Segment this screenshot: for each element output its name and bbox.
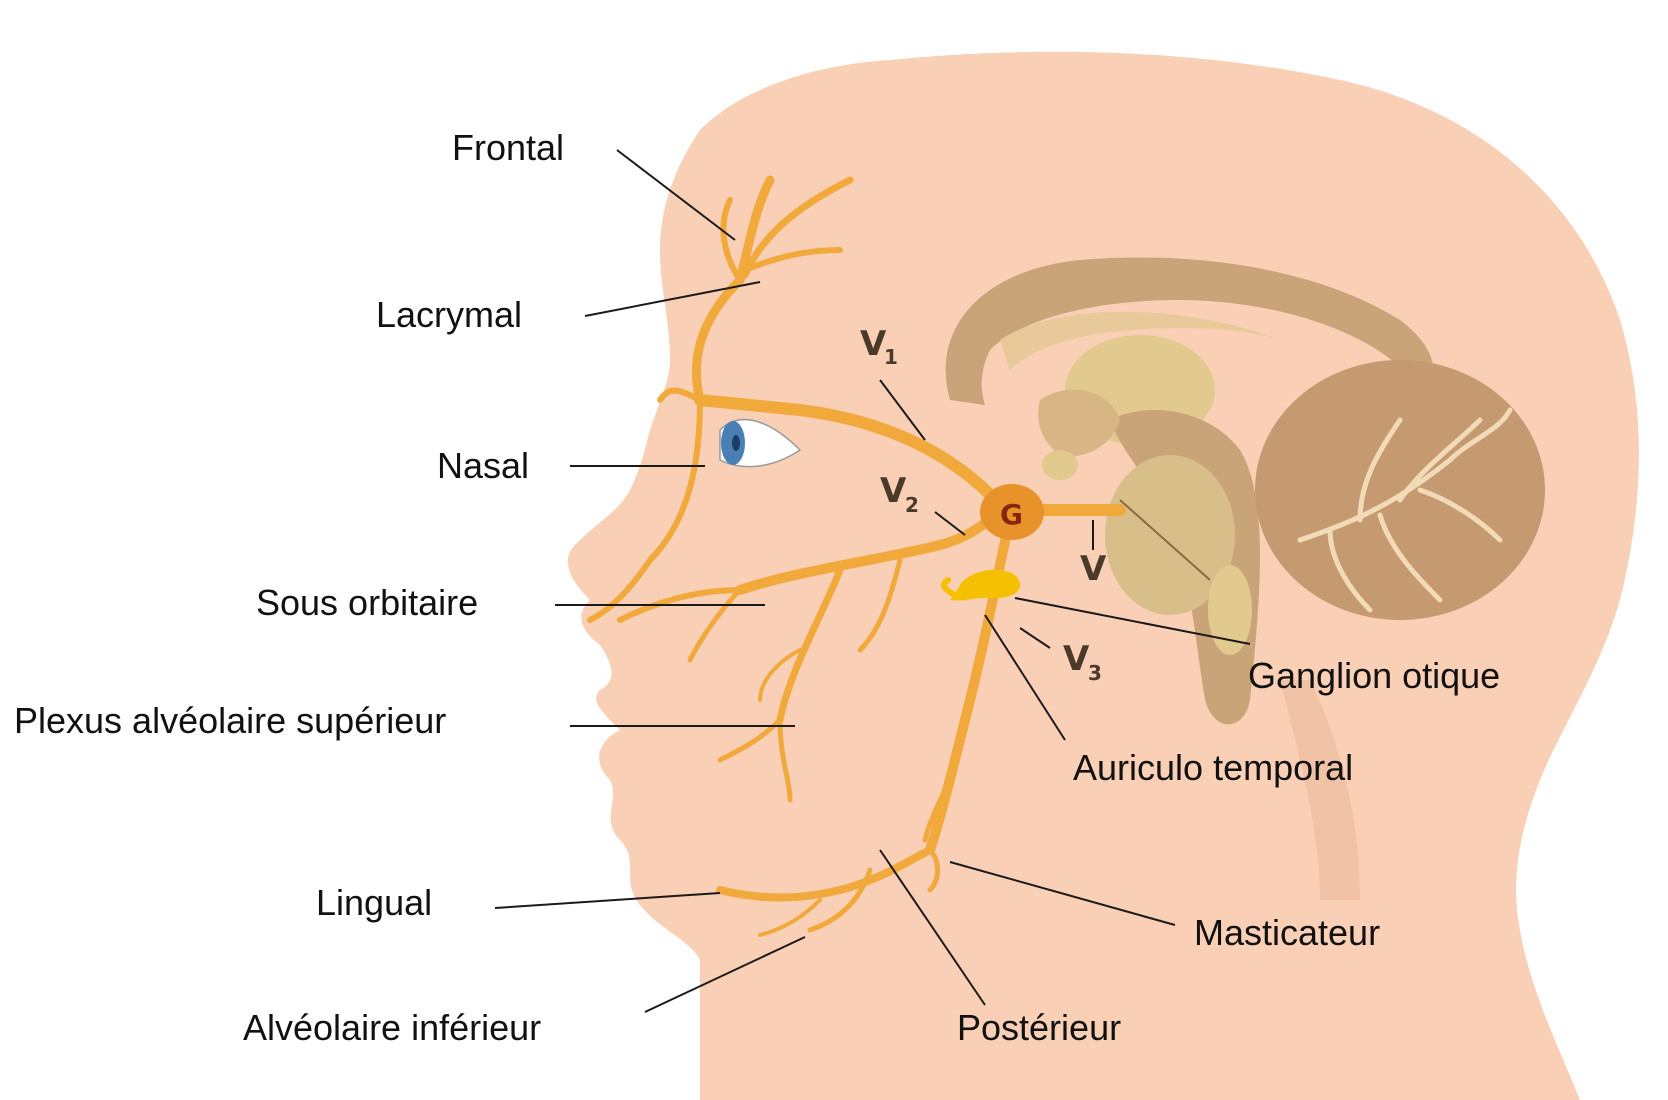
label-lacrymal: Lacrymal: [376, 294, 522, 335]
label-alveolaire-inferieur: Alvéolaire inférieur: [243, 1007, 541, 1048]
cerebellum: [1255, 360, 1545, 620]
v2-subscript: 2: [905, 493, 919, 517]
v3-subscript: 3: [1088, 661, 1102, 685]
label-frontal: Frontal: [452, 127, 564, 168]
v2-marker: V: [880, 471, 907, 511]
label-lingual: Lingual: [316, 882, 432, 923]
label-posterieur: Postérieur: [957, 1007, 1121, 1048]
v1-marker: V: [860, 324, 887, 364]
pituitary: [1042, 450, 1078, 480]
ganglion-marker: G: [1000, 498, 1023, 531]
eye-pupil: [732, 435, 740, 451]
label-ganglion-otique: Ganglion otique: [1248, 655, 1500, 696]
v-marker: V: [1080, 549, 1107, 589]
v3-marker: V: [1063, 639, 1090, 679]
label-plexus: Plexus alvéolaire supérieur: [14, 700, 446, 741]
medulla: [1208, 565, 1252, 655]
label-masticateur: Masticateur: [1194, 912, 1380, 953]
label-nasal: Nasal: [437, 445, 529, 486]
label-sous-orbitaire: Sous orbitaire: [256, 582, 478, 623]
v1-subscript: 1: [884, 345, 898, 369]
label-auriculo-temporal: Auriculo temporal: [1073, 747, 1353, 788]
